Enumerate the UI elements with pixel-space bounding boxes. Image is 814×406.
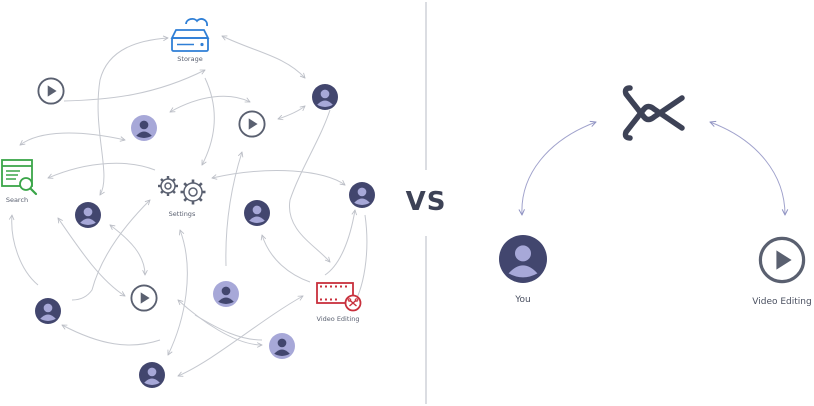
user-avatar-icon <box>269 333 295 359</box>
video-editing-icon <box>316 282 362 312</box>
brand-logo-icon <box>622 85 685 141</box>
storage-label: Storage <box>177 55 203 63</box>
play-icon <box>37 77 65 105</box>
vs-label: VS <box>405 187 447 217</box>
user-avatar-icon <box>131 115 157 141</box>
user-avatar-icon <box>349 182 375 208</box>
user-avatar-icon <box>244 200 270 226</box>
play-icon <box>238 110 266 138</box>
search-label: Search <box>5 196 29 204</box>
you-avatar-icon <box>499 235 547 283</box>
gear-icon <box>158 176 206 205</box>
you-label: You <box>515 295 531 305</box>
user-avatar-icon <box>213 281 239 307</box>
user-avatar-icon <box>35 298 61 324</box>
settings-label: Settings <box>168 210 196 218</box>
user-avatar-icon <box>75 202 101 228</box>
tangled-connections <box>12 36 368 376</box>
user-avatar-icon <box>312 84 338 110</box>
user-avatar-icon <box>139 362 165 388</box>
search-icon <box>1 159 38 196</box>
video-editing-play-icon <box>758 236 806 284</box>
play-icon <box>130 284 158 312</box>
storage-icon <box>170 17 210 52</box>
video-editing-label-right: Video Editing <box>752 297 812 307</box>
video-editing-label-left: Video Editing <box>316 315 360 323</box>
clean-connections <box>522 122 785 215</box>
